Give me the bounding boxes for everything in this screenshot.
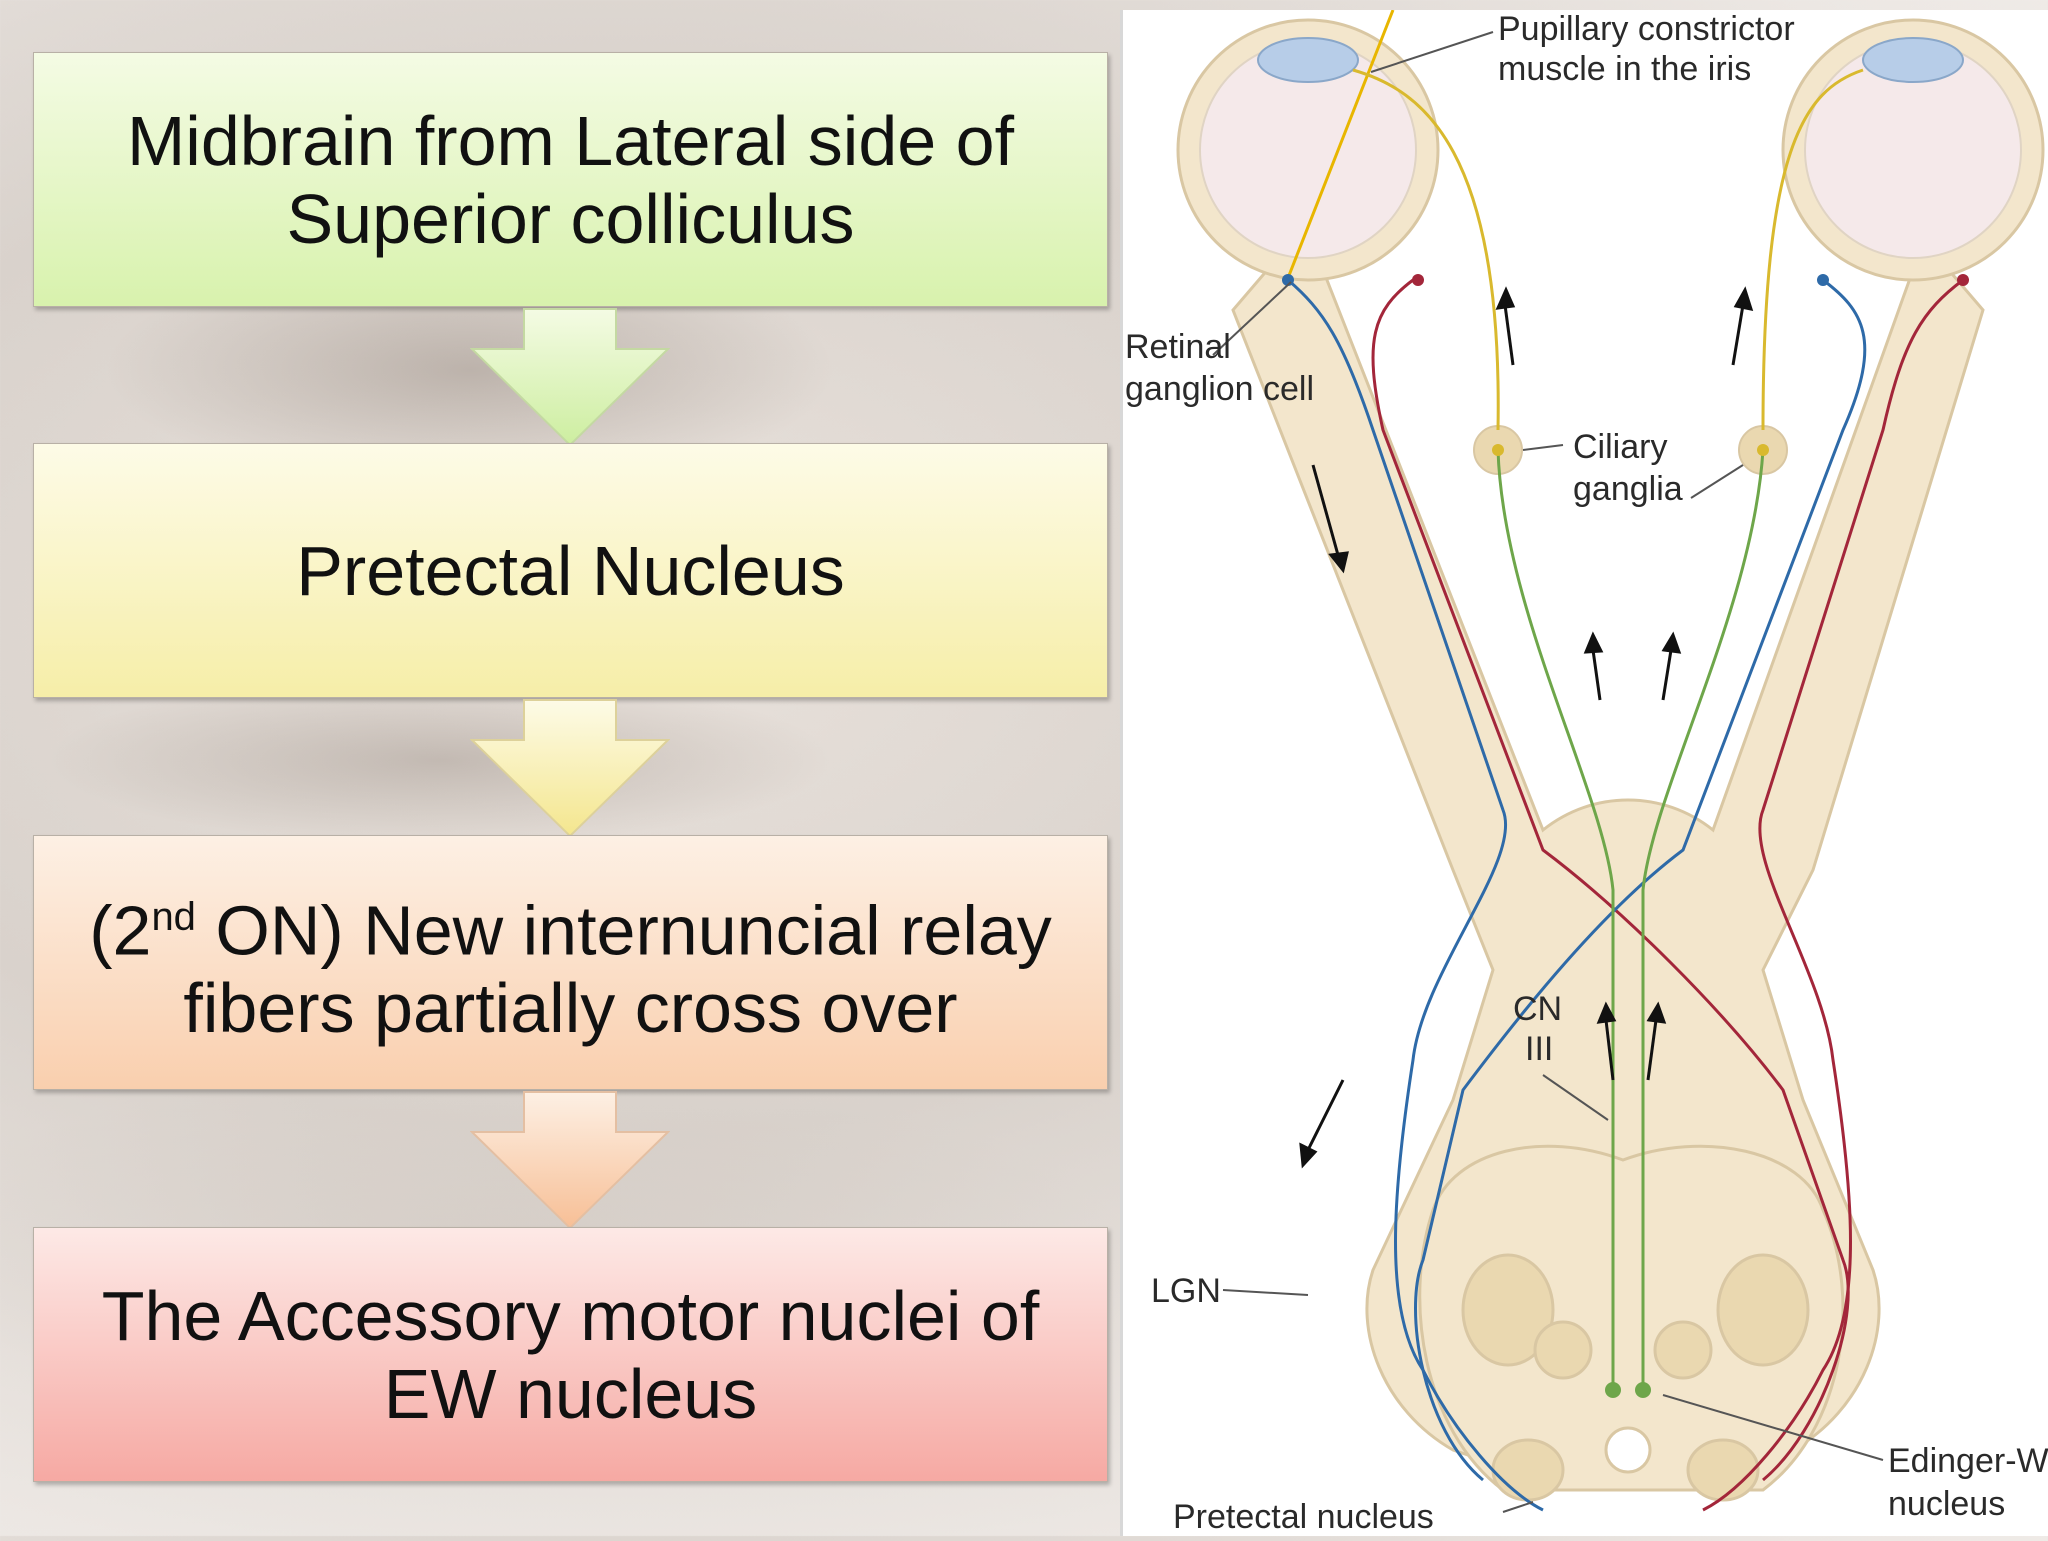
down-arrow-1 [470, 308, 670, 447]
down-arrow-2 [470, 699, 670, 838]
left-eye [1176, 18, 1440, 282]
relay-superscript: nd [151, 894, 196, 939]
flow-step-midbrain-text: Midbrain from Lateral side of Superior c… [126, 101, 1015, 258]
flow-step-ew-text: The Accessory motor nuclei of EW nucleus [101, 1276, 1040, 1433]
leader-lines [1212, 31, 1884, 1513]
pupillary-reflex-diagram: Pupillary constrictor muscle in the iris… [1120, 9, 2048, 1536]
label-lgn: LGN [1151, 1272, 1221, 1310]
flow-step-relay-fibers: (2nd ON) New internuncial relay fibers p… [33, 835, 1108, 1090]
label-cn-2: III [1525, 1030, 1553, 1068]
label-ciliary-2: ganglia [1573, 470, 1683, 508]
pupillary-pathway-svg: Pupillary constrictor muscle in the iris… [1125, 9, 2048, 1536]
flow-step-relay-text: (2nd ON) New internuncial relay fibers p… [64, 878, 1077, 1047]
right-eye [1781, 18, 2045, 282]
label-pupillary-1: Pupillary constrictor [1498, 10, 1795, 48]
light-ray [1286, 9, 1395, 279]
label-pupillary-2: muscle in the iris [1498, 50, 1751, 88]
flow-step-midbrain: Midbrain from Lateral side of Superior c… [33, 52, 1108, 307]
flow-step-ew-nucleus: The Accessory motor nuclei of EW nucleus [33, 1227, 1108, 1482]
relay-prefix: (2 [89, 891, 152, 970]
label-pretectal: Pretectal nucleus [1173, 1498, 1434, 1536]
down-arrow-3 [470, 1091, 670, 1230]
flow-step-pretectal-text: Pretectal Nucleus [296, 531, 845, 610]
fiber-pathways [1287, 68, 1964, 1512]
midbrain-tissue [1418, 1144, 1845, 1502]
relay-rest: ON) New internuncial relay fibers partia… [183, 891, 1052, 1048]
label-retinal-1: Retinal [1125, 328, 1231, 366]
label-cn-1: CN [1513, 990, 1562, 1028]
direction-arrows [1299, 286, 1754, 1169]
flow-step-pretectal: Pretectal Nucleus [33, 443, 1108, 698]
label-ew-1: Edinger-W [1888, 1442, 2048, 1480]
label-ciliary-1: Ciliary [1573, 428, 1667, 466]
label-ew-2: nucleus [1888, 1485, 2005, 1523]
label-retinal-2: ganglion cell [1125, 370, 1314, 408]
